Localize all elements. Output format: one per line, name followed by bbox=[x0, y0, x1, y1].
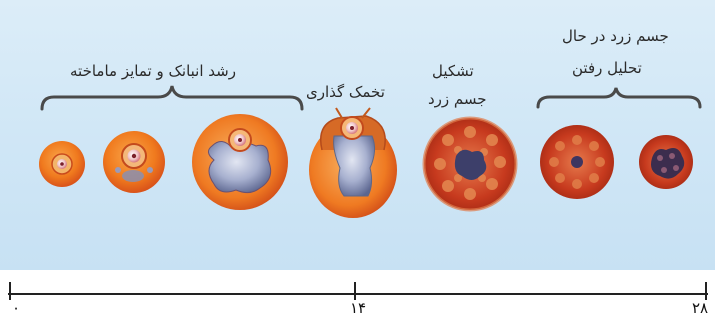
primordial-follicle bbox=[39, 141, 85, 187]
label-corpus-formation-line1: تشکیل bbox=[432, 62, 474, 80]
tick-label-0: ۰ bbox=[12, 299, 20, 317]
secondary-follicle bbox=[192, 114, 288, 210]
corpus-albicans bbox=[639, 135, 693, 189]
primary-follicle bbox=[103, 131, 165, 193]
corpus-degeneration-brace bbox=[538, 88, 700, 107]
timeline-axis bbox=[8, 282, 708, 300]
label-corpus-degeneration-line1: جسم زرد در حال bbox=[562, 27, 669, 45]
tick-label-14: ۱۴ bbox=[350, 299, 366, 317]
label-follicle-growth: رشد انبانک و تمایز ماماخته bbox=[70, 62, 236, 80]
forming-corpus-luteum bbox=[424, 118, 516, 210]
ovulating-follicle bbox=[309, 108, 397, 218]
tick-label-28: ۲۸ bbox=[692, 299, 708, 317]
label-corpus-formation-line2: جسم زرد bbox=[428, 90, 487, 108]
degenerating-corpus-luteum bbox=[540, 125, 614, 199]
follicle-growth-brace bbox=[42, 86, 302, 109]
label-ovulation: تخمک گذاری bbox=[306, 83, 385, 101]
label-corpus-degeneration-line2: تحلیل رفتن bbox=[572, 59, 642, 77]
